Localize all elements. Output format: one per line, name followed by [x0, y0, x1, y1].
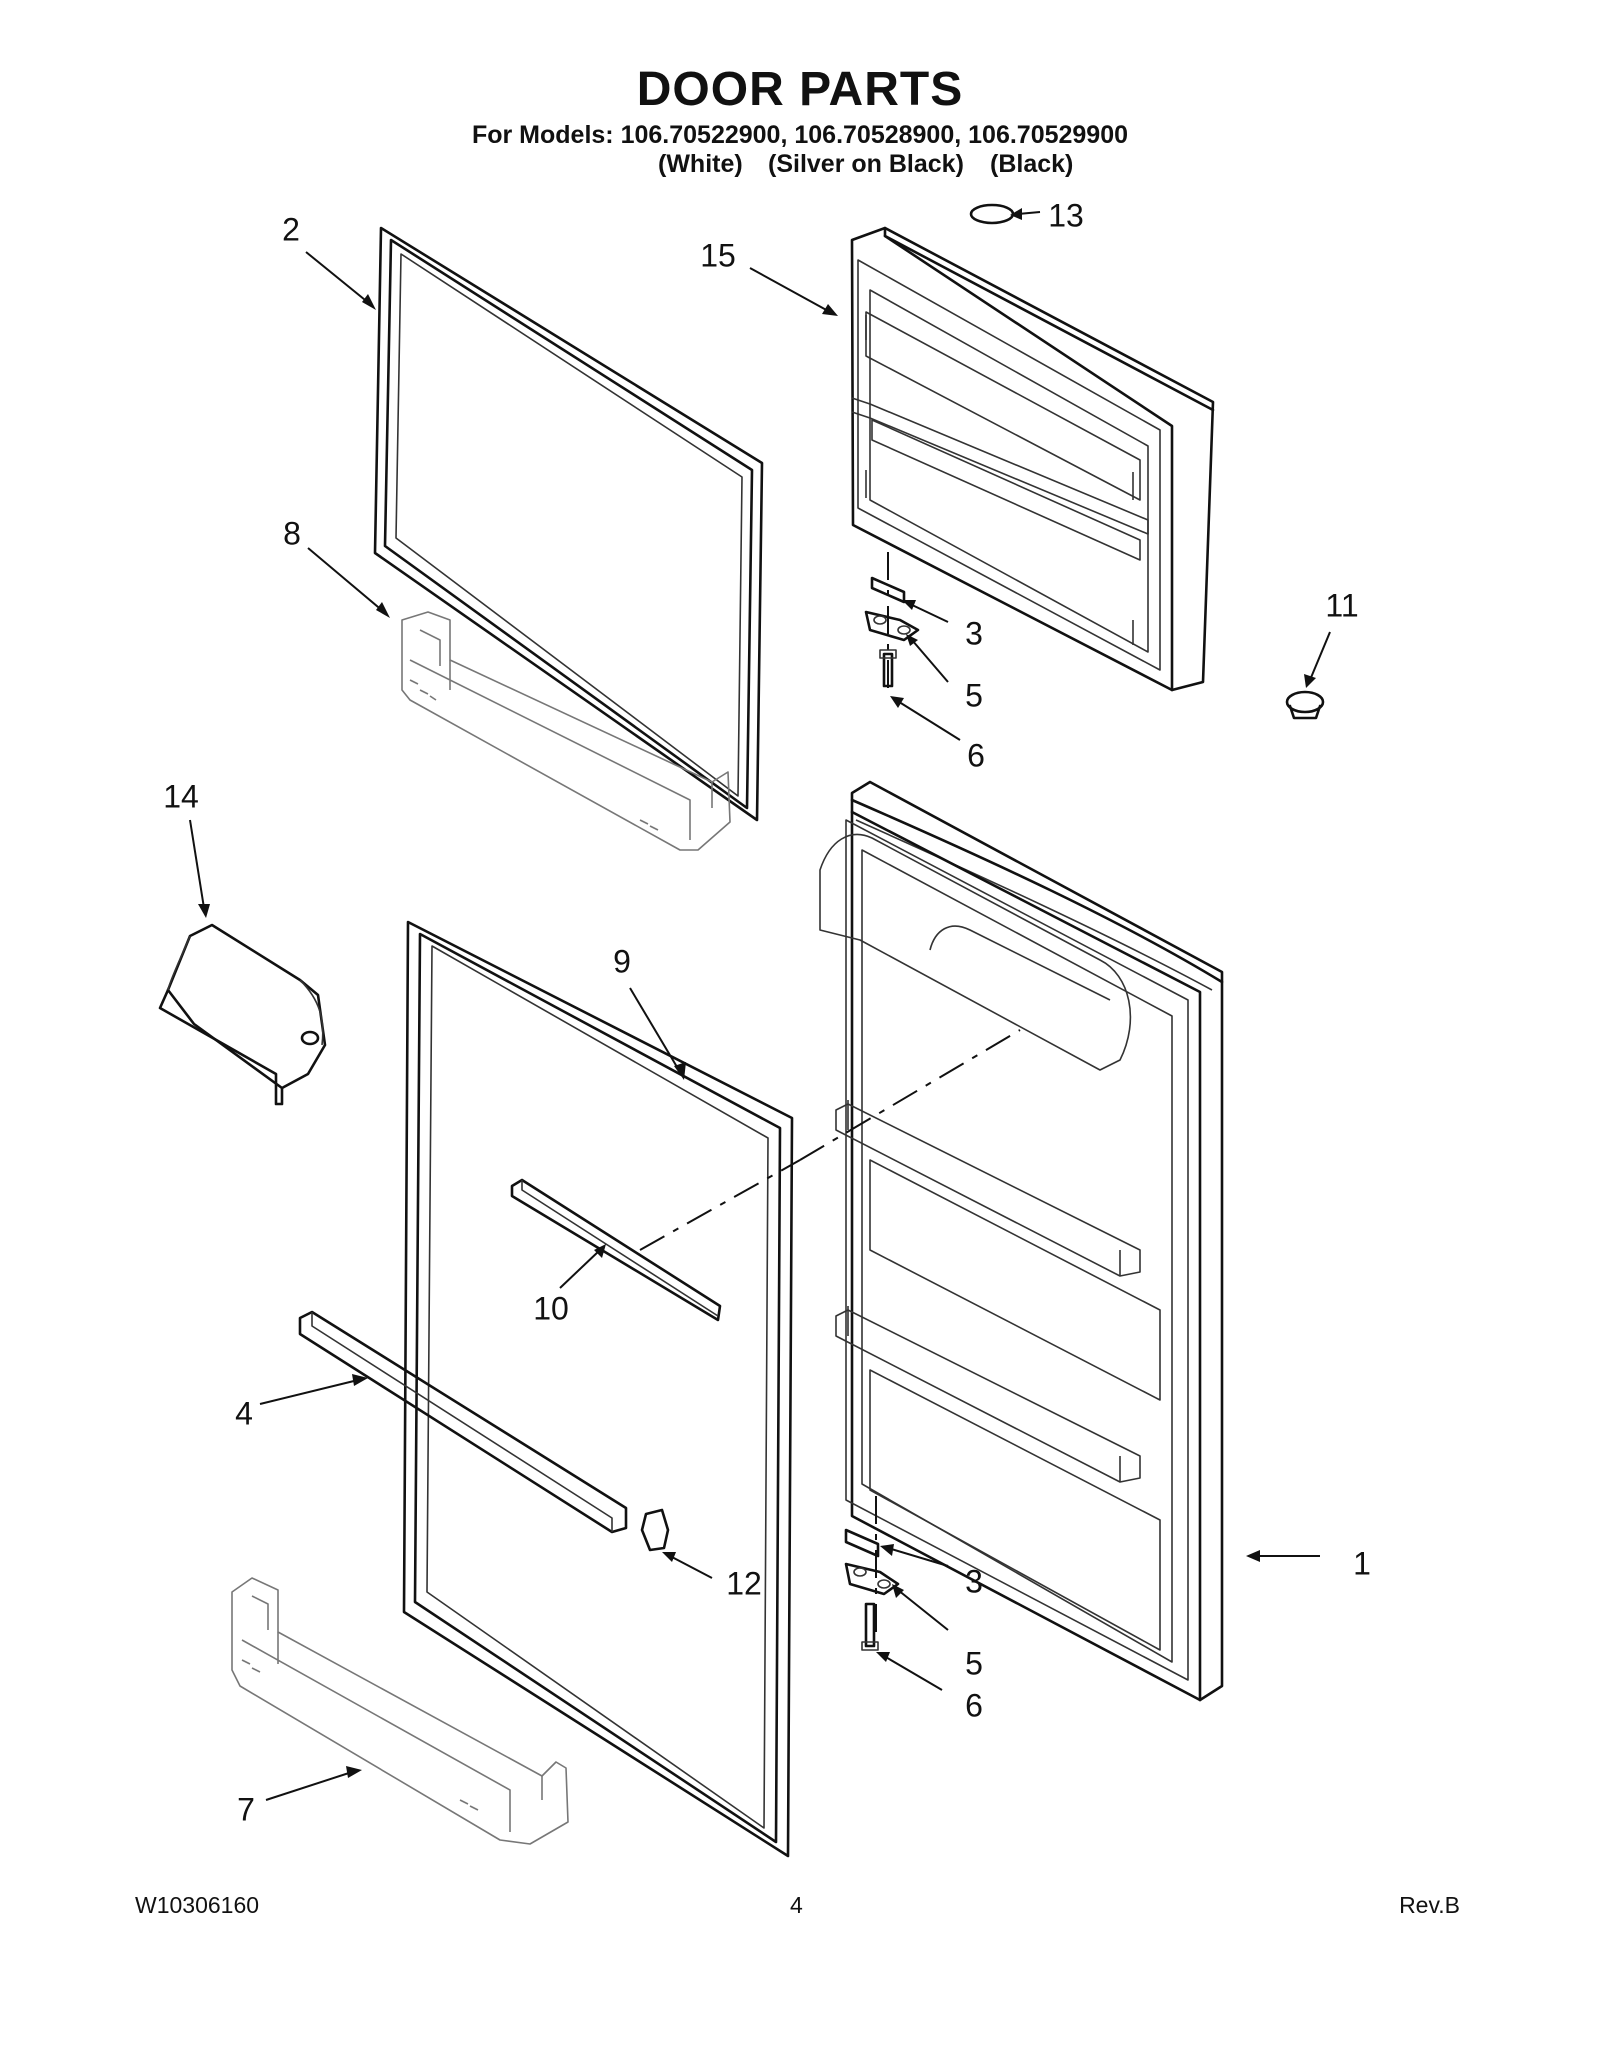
callout-11: 11 — [1325, 587, 1359, 624]
callout-3-upper: 3 — [965, 615, 983, 652]
callout-14: 14 — [163, 778, 199, 815]
revision-label: Rev.B — [1399, 1892, 1460, 1918]
part-13-oval-plug — [969, 203, 1015, 225]
assembly-line-9 — [799, 1029, 1021, 1161]
callout-5-lower: 5 — [965, 1645, 983, 1682]
part-15-freezer-door — [850, 226, 1215, 692]
part-8-freezer-shelf — [401, 611, 731, 851]
callout-1: 1 — [1353, 1545, 1371, 1582]
color-label-white: (White) — [658, 150, 743, 178]
callout-4: 4 — [235, 1395, 253, 1432]
part-12-clip — [640, 1508, 670, 1552]
part-1-fresh-food-door — [819, 780, 1224, 1702]
callout-3-lower: 3 — [965, 1563, 983, 1600]
part-7-fresh-food-shelf — [231, 1577, 569, 1845]
callout-13: 13 — [1048, 197, 1084, 234]
callout-12: 12 — [726, 1565, 762, 1602]
color-label-silver-on-black: (Silver on Black) — [768, 150, 964, 178]
assembly-line-10 — [639, 1159, 801, 1251]
document-number: W10306160 — [135, 1892, 260, 1918]
part-2-freezer-gasket — [373, 226, 764, 822]
models-line: For Models: 106.70522900, 106.70528900, … — [471, 121, 1129, 149]
callout-2: 2 — [282, 211, 300, 248]
part-11-plug-button — [1285, 690, 1325, 720]
part-9-fresh-food-gasket — [402, 920, 794, 1858]
callout-9: 9 — [613, 943, 631, 980]
callout-15: 15 — [700, 237, 736, 274]
leader-lines — [189, 208, 1331, 1801]
page-number: 4 — [790, 1892, 803, 1918]
upper-hinge-set — [864, 552, 920, 690]
callout-7: 7 — [237, 1791, 255, 1828]
callout-6-upper: 6 — [967, 737, 985, 774]
color-label-black: (Black) — [990, 150, 1074, 178]
callout-6-lower: 6 — [965, 1687, 983, 1724]
callout-8: 8 — [283, 515, 301, 552]
lower-hinge-set — [844, 1496, 900, 1651]
callout-10: 10 — [533, 1290, 569, 1327]
model-colors: (White) (Silver on Black) (Black) — [0, 150, 1600, 180]
part-4-retainer-strip — [298, 1310, 628, 1534]
page-title: DOOR PARTS — [636, 63, 964, 116]
part-10-retainer-strip — [510, 1178, 722, 1322]
part-14-dairy-door — [158, 923, 327, 1106]
callout-5-upper: 5 — [965, 677, 983, 714]
